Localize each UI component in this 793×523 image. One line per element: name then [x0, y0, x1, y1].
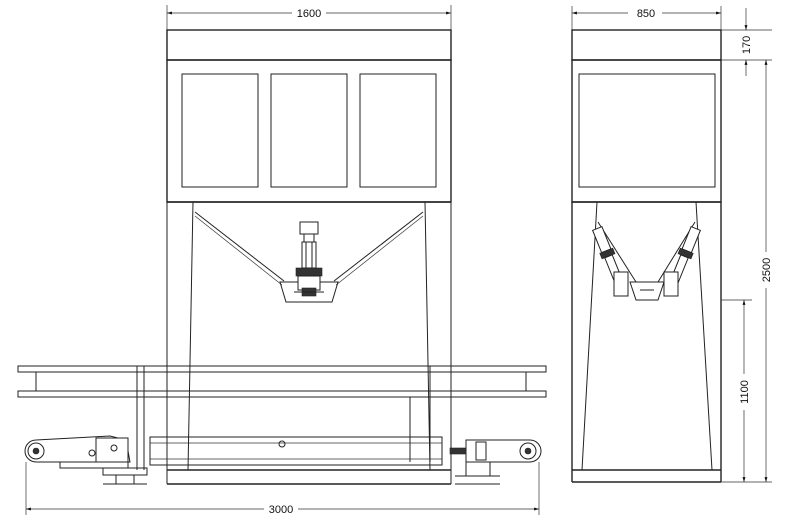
dimension-lower-side: 1100	[721, 299, 752, 482]
side-cabinet	[571, 29, 722, 203]
front-cabinet	[166, 29, 452, 203]
side-view: 850	[571, 6, 773, 483]
dimension-label-1100: 1100	[739, 380, 751, 404]
conveyor-rails	[17, 365, 547, 470]
dimension-height-side: 2500	[721, 60, 773, 483]
front-legs	[166, 201, 452, 485]
dimension-length-front: 3000	[25, 462, 540, 516]
hopper-funnel	[194, 211, 424, 303]
dimension-label-3000: 3000	[269, 504, 293, 516]
dimension-label-170: 170	[741, 36, 753, 54]
dimension-top-side: 170	[721, 8, 772, 76]
dimension-label-850: 850	[637, 8, 655, 20]
dimension-label-2500: 2500	[761, 258, 773, 282]
side-frame	[571, 201, 722, 483]
bag-clamp-mechanism	[294, 221, 324, 297]
side-funnel	[591, 221, 702, 301]
dimension-width-side: 850	[571, 6, 722, 30]
dimension-label-1600: 1600	[297, 8, 321, 20]
belt-conveyor	[24, 435, 542, 485]
dimension-width-front: 1600	[166, 5, 452, 30]
front-view: 1600	[17, 5, 547, 516]
